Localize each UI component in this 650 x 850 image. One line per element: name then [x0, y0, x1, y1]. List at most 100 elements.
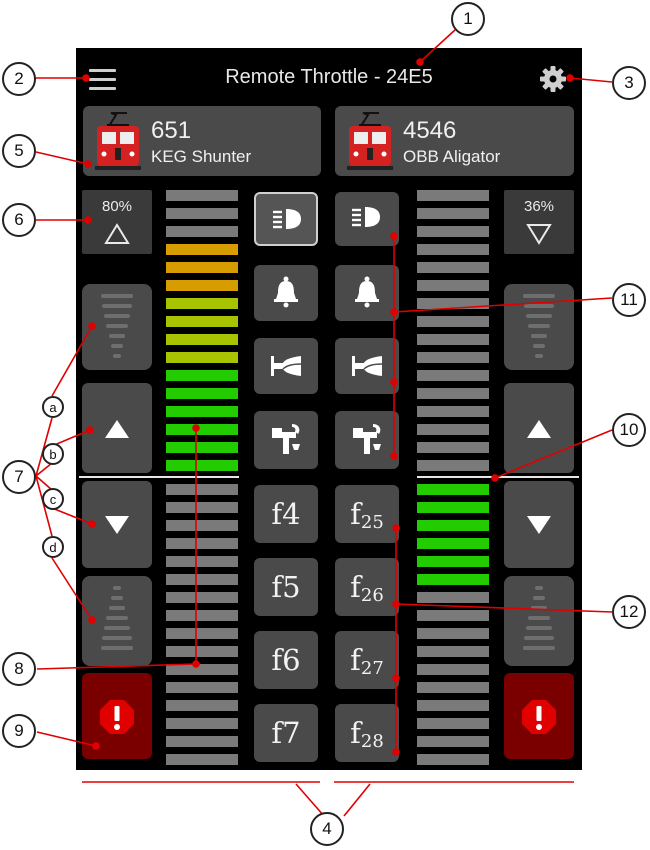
speed-bar-segment	[166, 352, 238, 363]
right-speed-down-button[interactable]	[504, 481, 574, 568]
callout-7c: c	[42, 488, 64, 510]
left-bell-button[interactable]	[254, 265, 318, 321]
left-headlight-button[interactable]	[254, 192, 318, 246]
speed-bar-segment	[166, 334, 238, 345]
function-prefix: f	[350, 716, 361, 750]
speed-bar-segment	[417, 736, 489, 747]
coupler-icon	[353, 424, 381, 454]
left-direction-indicator[interactable]: 80%	[82, 190, 152, 254]
right-horn-button[interactable]	[335, 338, 399, 394]
speed-bar-segment	[166, 718, 238, 729]
callout-line	[51, 429, 91, 447]
speed-bar-segment	[166, 442, 238, 453]
right-coupler-button[interactable]	[335, 411, 399, 469]
right-function-f26-button[interactable]: f26	[335, 558, 399, 616]
speed-bar-segment	[417, 592, 489, 603]
callout-12: 12	[612, 595, 646, 629]
speed-bar-segment	[417, 646, 489, 657]
speed-bar-segment	[166, 460, 238, 471]
callout-4: 4	[310, 812, 344, 846]
speed-bar-segment	[166, 370, 238, 381]
callout-8: 8	[2, 652, 36, 686]
right-headlight-button[interactable]	[335, 192, 399, 246]
right-function-f27-button[interactable]: f27	[335, 631, 399, 689]
speed-bar-segment	[417, 190, 489, 201]
function-number: 26	[360, 585, 384, 606]
right-speed-bar[interactable]	[417, 190, 489, 766]
right-accelerate-slider[interactable]	[504, 284, 574, 370]
speed-bar-segment	[417, 262, 489, 273]
coupler-icon	[272, 424, 300, 454]
speed-bar-segment	[417, 718, 489, 729]
headlight-icon	[273, 209, 301, 229]
right-function-f25-button[interactable]: f25	[335, 485, 399, 543]
right-function-f28-button[interactable]: f28	[335, 704, 399, 762]
emergency-stop-icon	[100, 700, 134, 734]
speed-bar-segment	[417, 700, 489, 711]
right-bell-button[interactable]	[335, 265, 399, 321]
speed-bar-segment	[166, 280, 238, 291]
callout-line	[395, 603, 613, 613]
right-speed-up-button[interactable]	[504, 383, 574, 473]
speed-bar-segment	[166, 628, 238, 639]
callout-line	[35, 462, 53, 477]
callout-line	[343, 783, 371, 817]
right-direction-indicator[interactable]: 36%	[504, 190, 574, 254]
speed-bar-segment	[166, 190, 238, 201]
callout-1: 1	[451, 2, 485, 36]
callout-line	[36, 663, 197, 670]
speed-bar-segment	[417, 484, 489, 495]
callout-line	[393, 297, 613, 313]
ridges-icon	[101, 586, 133, 650]
left-function-f7-button[interactable]: f7	[254, 704, 318, 762]
speed-bar-segment	[166, 298, 238, 309]
speed-bar-segment	[417, 556, 489, 567]
speed-bar-segment	[417, 442, 489, 453]
left-loco-card[interactable]: 651 KEG Shunter	[83, 106, 321, 176]
speed-bar-segment	[417, 574, 489, 585]
right-loco-number: 4546	[403, 117, 457, 144]
gear-icon[interactable]	[539, 65, 567, 93]
throttle-app-screen: Remote Throttle - 24E5	[76, 48, 582, 770]
bell-icon	[274, 276, 298, 308]
speed-bar-segment	[166, 424, 238, 435]
left-loco-name: KEG Shunter	[151, 147, 252, 166]
speed-bar-segment	[417, 352, 489, 363]
function-label: f7	[271, 716, 301, 750]
triangle-up-outline-icon	[104, 223, 130, 244]
callout-line	[36, 731, 97, 747]
left-speed-percent: 80%	[101, 198, 133, 215]
speed-bar-segment	[166, 502, 238, 513]
left-function-f4-button[interactable]: f4	[254, 485, 318, 543]
speed-bar-segment	[166, 316, 238, 327]
callout-5: 5	[2, 134, 36, 168]
function-number: 27	[360, 658, 384, 679]
callout-7b: b	[42, 443, 64, 465]
horn-icon	[352, 356, 383, 376]
right-decelerate-slider[interactable]	[504, 576, 574, 666]
left-horn-button[interactable]	[254, 338, 318, 394]
speed-bar-segment	[166, 244, 238, 255]
speed-bar-segment	[417, 610, 489, 621]
left-coupler-button[interactable]	[254, 411, 318, 469]
function-label: f27	[335, 643, 399, 679]
left-function-f5-button[interactable]: f5	[254, 558, 318, 616]
callout-7d: d	[42, 536, 64, 558]
callout-line	[35, 475, 53, 491]
left-speed-up-button[interactable]	[82, 383, 152, 473]
speed-bar-segment	[417, 208, 489, 219]
speed-bar-segment	[166, 208, 238, 219]
callout-7: 7	[2, 460, 36, 494]
menu-icon[interactable]	[89, 69, 116, 96]
left-speed-bar[interactable]	[166, 190, 238, 766]
speed-bar-segment	[417, 754, 489, 765]
speed-bar-segment	[166, 484, 238, 495]
right-emergency-stop-button[interactable]	[504, 673, 574, 759]
right-loco-card[interactable]: 4546 OBB Aligator	[335, 106, 574, 176]
speed-bar-segment	[417, 298, 489, 309]
left-function-f6-button[interactable]: f6	[254, 631, 318, 689]
function-prefix: f	[350, 497, 361, 531]
speed-bar-segment	[417, 502, 489, 513]
function-prefix: f	[350, 570, 361, 604]
speed-bar-segment	[166, 538, 238, 549]
